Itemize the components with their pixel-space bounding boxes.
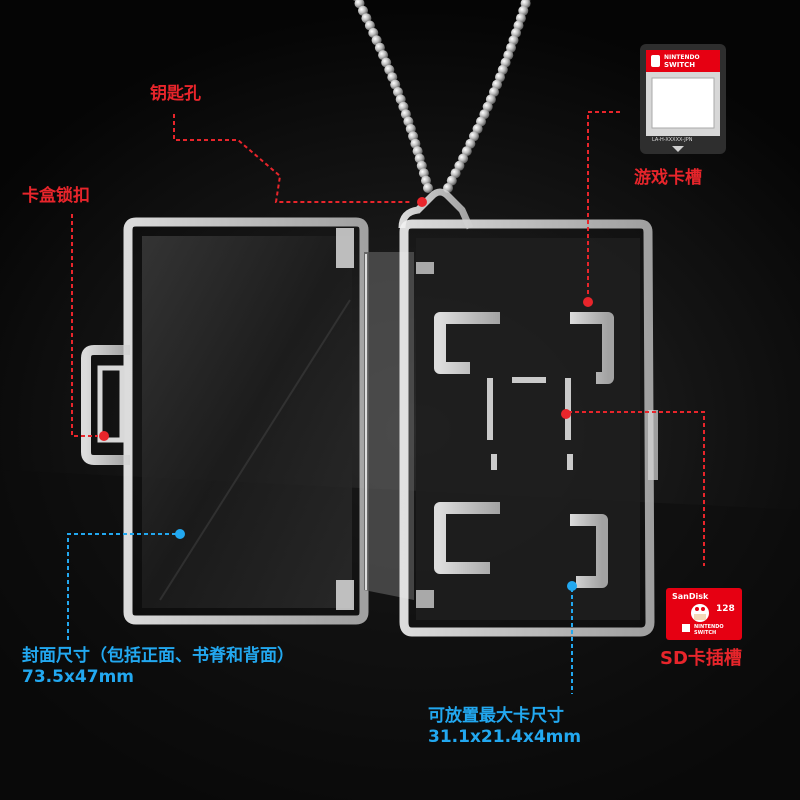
max-card-title: 可放置最大卡尺寸 <box>428 706 564 726</box>
callout-game-slot: 游戏卡槽 <box>634 168 702 188</box>
chain-bead <box>461 146 472 157</box>
max-card-value: 31.1x21.4x4mm <box>428 727 582 748</box>
sd-card-system-line1: NINTENDO <box>694 624 724 630</box>
chain-bead <box>446 175 457 186</box>
latch-tab <box>81 345 130 465</box>
chain-bead <box>472 123 483 134</box>
callout-max-card: 可放置最大卡尺寸 31.1x21.4x4mm <box>428 706 581 749</box>
game-card-code: LA-H-XXXXX-JPN <box>652 137 693 143</box>
left-cover-panel <box>81 217 369 625</box>
callout-keyhole: 钥匙孔 <box>150 84 201 104</box>
game-card-brand-line2: SWITCH <box>664 61 696 69</box>
callout-cover-size: 封面尺寸（包括正面、书脊和背面） 73.5x47mm <box>22 646 294 689</box>
ball-chain <box>353 0 531 193</box>
blue-callout-lines <box>67 533 573 694</box>
sd-card-image <box>666 588 742 640</box>
chain-bead <box>450 168 461 179</box>
red-callout-dots <box>99 197 593 441</box>
game-card-brand-line1: NINTENDO <box>664 54 700 61</box>
cover-size-title: 封面尺寸（包括正面、书脊和背面） <box>22 646 294 666</box>
red-callout-lines <box>71 111 705 566</box>
chain-bead <box>454 160 465 171</box>
game-card-image <box>640 44 726 154</box>
keyhole-loop <box>398 188 474 230</box>
sd-card-capacity: 128 <box>716 604 735 614</box>
blue-callout-dots <box>175 529 577 591</box>
sd-card-brand: SanDisk <box>672 592 709 601</box>
cover-size-value: 73.5x47mm <box>22 667 134 688</box>
chain-bead <box>465 138 476 149</box>
chain-bead <box>423 183 433 193</box>
chain-bead <box>469 131 479 142</box>
callout-sd-slot: SD卡插槽 <box>660 648 742 669</box>
sd-card-system-line2: SWITCH <box>694 630 717 636</box>
right-tray-panel <box>398 188 658 637</box>
callout-latch: 卡盒锁扣 <box>22 186 90 206</box>
